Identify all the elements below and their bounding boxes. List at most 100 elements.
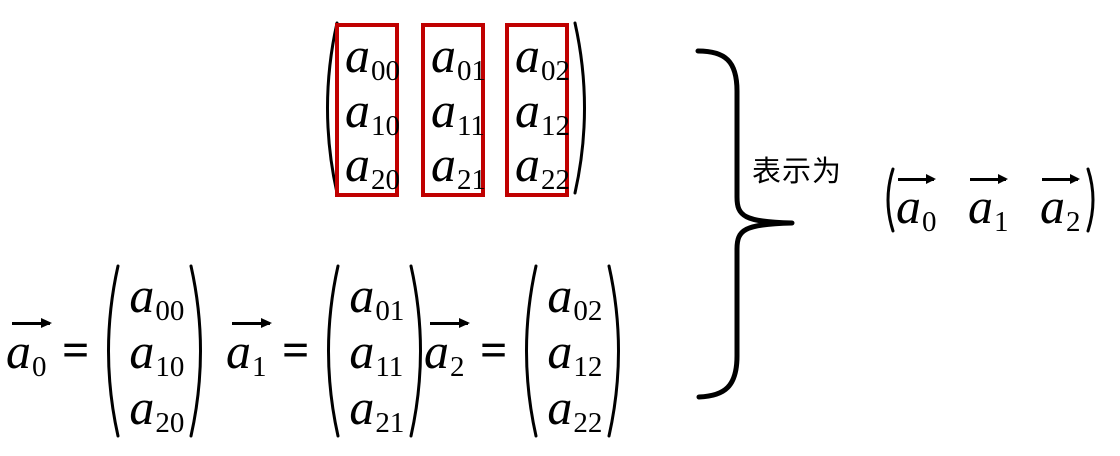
entry-base: a [349, 323, 375, 379]
cell-subscript: 01 [457, 55, 486, 87]
entry-base: a [349, 267, 375, 323]
equals-sign: = [62, 324, 90, 377]
vector-subscript: 2 [1066, 205, 1081, 238]
right-parenthesis-icon [409, 264, 423, 438]
vector-base: a [6, 323, 31, 379]
equals-sign: = [480, 324, 508, 377]
cell-subscript: 20 [371, 164, 400, 196]
vector-base: a [424, 323, 449, 379]
equals-sign: = [282, 324, 310, 377]
vector-subscript: 1 [994, 205, 1009, 238]
vector-subscript: 2 [450, 351, 465, 383]
cell-subscript: 12 [541, 109, 570, 142]
entry-subscript: 11 [375, 351, 404, 383]
cell-base: a [515, 27, 540, 83]
cell-subscript: 00 [371, 55, 400, 87]
entry-subscript: 00 [155, 295, 185, 327]
left-parenthesis-icon [525, 264, 538, 438]
represented-as-label: 表示为 [752, 156, 843, 188]
cell-base: a [431, 81, 456, 138]
left-parenthesis-icon [326, 21, 339, 195]
cell-base: a [345, 27, 370, 83]
right-parenthesis-icon [1086, 167, 1095, 233]
cell-subscript: 10 [371, 109, 400, 142]
cell-base: a [431, 27, 456, 83]
vector-base: a [968, 177, 993, 234]
vector-base: a [896, 177, 921, 234]
vector-arrow-icon [898, 173, 936, 184]
entry-base: a [349, 379, 375, 435]
vector-arrow-icon [12, 318, 52, 328]
entry-subscript: 21 [375, 407, 405, 439]
cell-subscript: 11 [457, 109, 485, 142]
cell-base: a [345, 136, 370, 192]
entry-base: a [129, 379, 155, 435]
left-parenthesis-icon [886, 167, 895, 233]
entry-subscript: 20 [155, 407, 185, 439]
vector-base: a [1040, 177, 1065, 234]
cell-base: a [431, 136, 456, 192]
entry-base: a [547, 323, 573, 379]
curly-brace-icon [695, 48, 795, 400]
entry-subscript: 22 [573, 407, 603, 439]
left-parenthesis-icon [107, 264, 120, 438]
cell-base: a [515, 81, 540, 138]
vector-subscript: 1 [252, 351, 267, 383]
cell-subscript: 22 [541, 164, 570, 196]
cell-subscript: 02 [541, 55, 570, 87]
vector-arrow-icon [970, 173, 1008, 184]
vector-subscript: 0 [922, 205, 937, 238]
vector-arrow-icon [232, 318, 272, 328]
entry-base: a [547, 267, 573, 323]
entry-subscript: 10 [155, 351, 185, 383]
left-parenthesis-icon [327, 264, 340, 438]
entry-subscript: 01 [375, 295, 405, 327]
entry-subscript: 12 [573, 351, 603, 383]
entry-base: a [129, 267, 155, 323]
cell-base: a [345, 81, 370, 138]
vector-arrow-icon [430, 318, 470, 328]
right-parenthesis-icon [189, 264, 203, 438]
entry-subscript: 02 [573, 295, 603, 327]
cell-base: a [515, 136, 540, 192]
cell-subscript: 21 [457, 164, 486, 196]
vector-base: a [226, 323, 251, 379]
vector-arrow-icon [1042, 173, 1080, 184]
entry-base: a [129, 323, 155, 379]
